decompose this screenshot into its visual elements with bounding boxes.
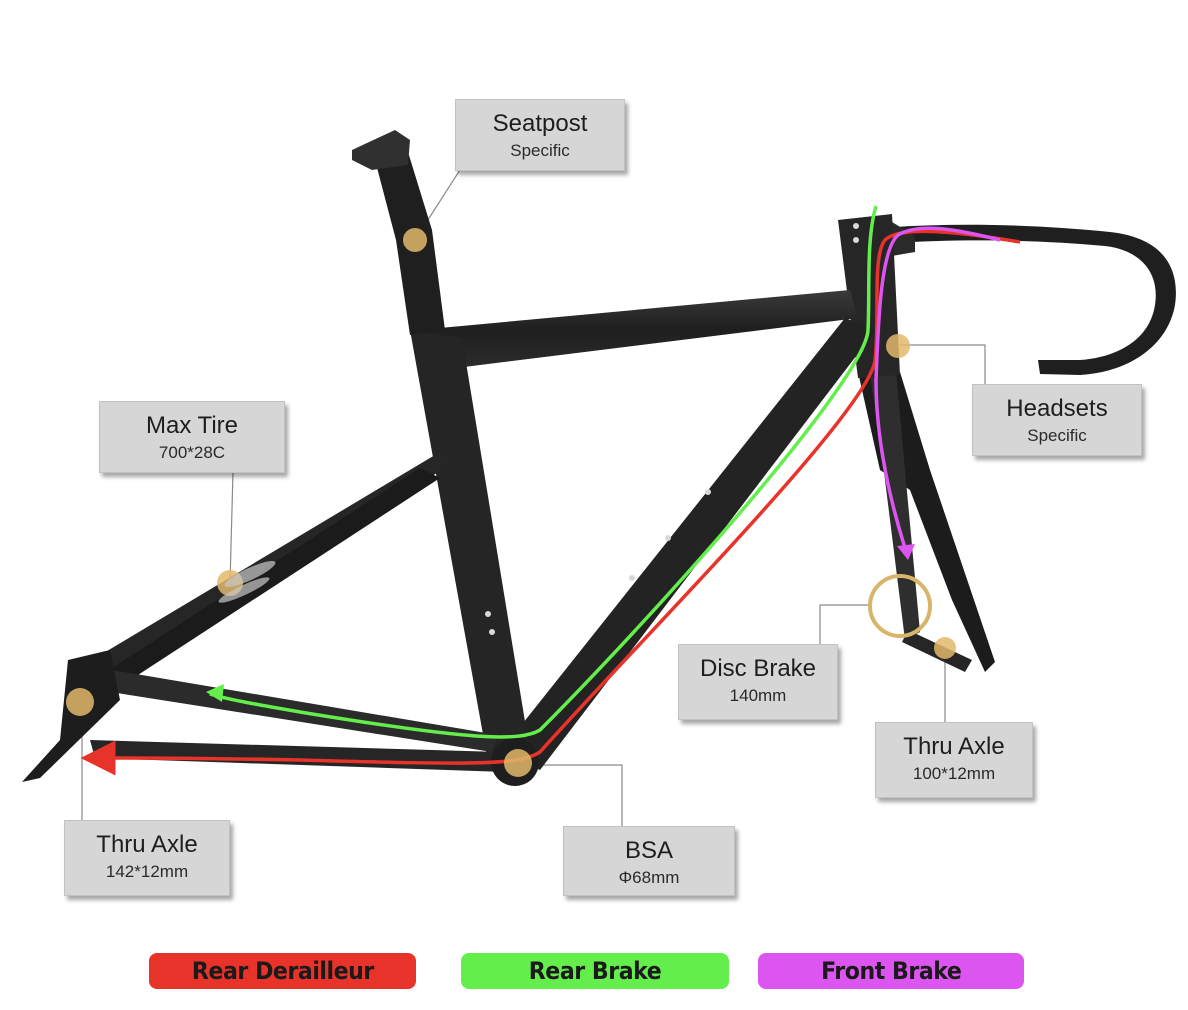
- rear-brake-arrow: [206, 684, 224, 702]
- bsa-title: BSA: [624, 837, 674, 864]
- thru-axle-front-sub: 100*12mm: [912, 764, 996, 783]
- front-brake-arrow: [897, 544, 915, 560]
- thru-axle-rear-callout: Thru Axle 142*12mm: [64, 820, 230, 896]
- leader-bsa: [518, 764, 623, 826]
- leader-max-tire: [229, 471, 234, 584]
- disc-brake-marker: [868, 574, 932, 638]
- seatpost-sub: Specific: [510, 141, 570, 160]
- front-axle-marker: [934, 637, 956, 659]
- rear-axle-marker: [66, 688, 94, 716]
- headsets-sub: Specific: [1027, 426, 1087, 445]
- legend-rear-brake-label: Rear Brake: [528, 957, 662, 985]
- headsets-callout: Headsets Specific: [972, 384, 1142, 456]
- thru-axle-rear-title: Thru Axle: [96, 831, 198, 858]
- disc-brake-sub: 140mm: [729, 686, 787, 705]
- bsa-callout: BSA Φ68mm: [563, 826, 735, 896]
- thru-axle-front-title: Thru Axle: [903, 733, 1005, 760]
- bsa-marker: [504, 749, 532, 777]
- leader-headsets: [900, 344, 986, 385]
- thru-axle-front-callout: Thru Axle 100*12mm: [875, 722, 1033, 798]
- legend-front-brake-label: Front Brake: [820, 957, 962, 985]
- seat-tube: [410, 330, 530, 762]
- seatpost-clamp: [352, 130, 410, 170]
- fork-left-blade: [868, 360, 920, 640]
- handlebar: [880, 224, 1176, 375]
- headset-marker: [886, 334, 910, 358]
- seatpost-callout: Seatpost Specific: [455, 99, 625, 171]
- rear-dropout: [22, 650, 120, 782]
- tire-clearance-pattern: [218, 560, 276, 603]
- legend-rear-derailleur: Rear Derailleur: [149, 953, 416, 989]
- max-tire-title: Max Tire: [145, 412, 238, 439]
- bsa-sub: Φ68mm: [618, 868, 680, 887]
- seat-stay-inner: [100, 468, 440, 690]
- disc-brake-callout: Disc Brake 140mm: [678, 644, 838, 720]
- max-tire-callout: Max Tire 700*28C: [99, 401, 285, 473]
- chain-stay: [90, 740, 505, 772]
- seatpost-marker: [403, 228, 427, 252]
- headsets-title: Headsets: [1006, 395, 1108, 422]
- max-tire-sub: 700*28C: [158, 443, 226, 462]
- seatpost-title: Seatpost: [492, 110, 588, 137]
- front-brake-cable: [874, 226, 1001, 549]
- rear-derailleur-cable: [80, 229, 1021, 776]
- leader-disc-brake: [819, 604, 870, 645]
- legend-rear-derailleur-label: Rear Derailleur: [191, 957, 374, 985]
- down-tube: [500, 318, 876, 770]
- thru-axle-rear-sub: 142*12mm: [105, 862, 189, 881]
- bottle-bolts: [485, 223, 859, 635]
- rear-brake-cable: [209, 205, 878, 739]
- legend-front-brake: Front Brake: [758, 953, 1024, 989]
- top-tube: [418, 290, 858, 370]
- disc-brake-title: Disc Brake: [699, 655, 817, 682]
- legend-rear-brake: Rear Brake: [461, 953, 729, 989]
